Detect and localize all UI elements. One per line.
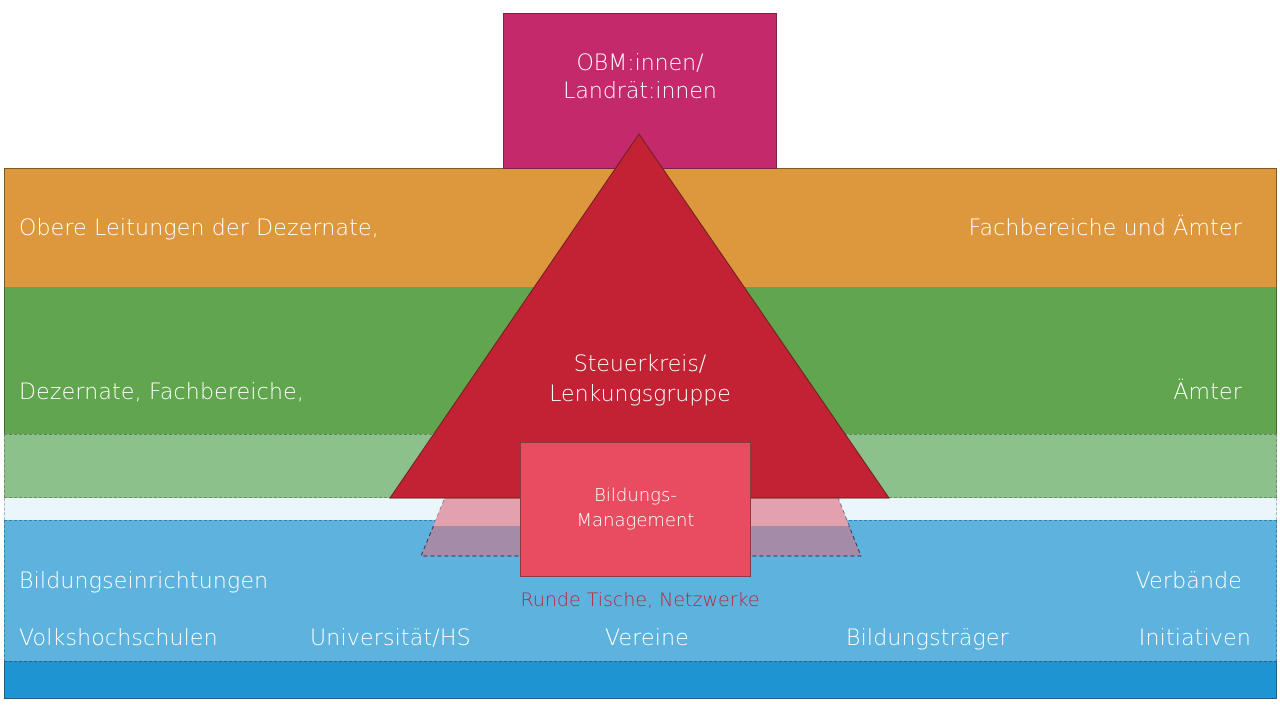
- band-deep-blue: [4, 661, 1277, 699]
- obm-landrat-label: OBM:innen/ Landrät:innen: [563, 51, 717, 104]
- obm-landrat-box: OBM:innen/ Landrät:innen: [503, 13, 777, 169]
- network-label: Runde Tische, Netzwerke: [520, 589, 760, 611]
- blue-row2-item: Vereine: [605, 626, 689, 651]
- green-left-text: Dezernate, Fachbereiche,: [19, 380, 305, 405]
- blue-row2-item: Universität/HS: [310, 626, 471, 651]
- bildungsmanagement-box: Bildungs- Management: [520, 442, 751, 577]
- blue-row2-item: Bildungsträger: [846, 626, 1009, 651]
- blue-row1-left-text: Bildungseinrichtungen: [19, 569, 269, 594]
- green-right-text: Ämter: [1173, 380, 1242, 405]
- blue-row2-item: Initiativen: [1138, 626, 1251, 651]
- blue-row2-item: Volkshochschulen: [19, 626, 218, 651]
- bildungsmanagement-label: Bildungs- Management: [576, 485, 695, 531]
- blue-row1-right-text: Verbände: [1135, 569, 1242, 594]
- orange-left-text: Obere Leitungen der Dezernate,: [19, 216, 379, 241]
- steering-pyramid-label: Steuerkreis/ Lenkungsgruppe: [549, 352, 731, 407]
- orange-right-text: Fachbereiche und Ämter: [968, 216, 1242, 241]
